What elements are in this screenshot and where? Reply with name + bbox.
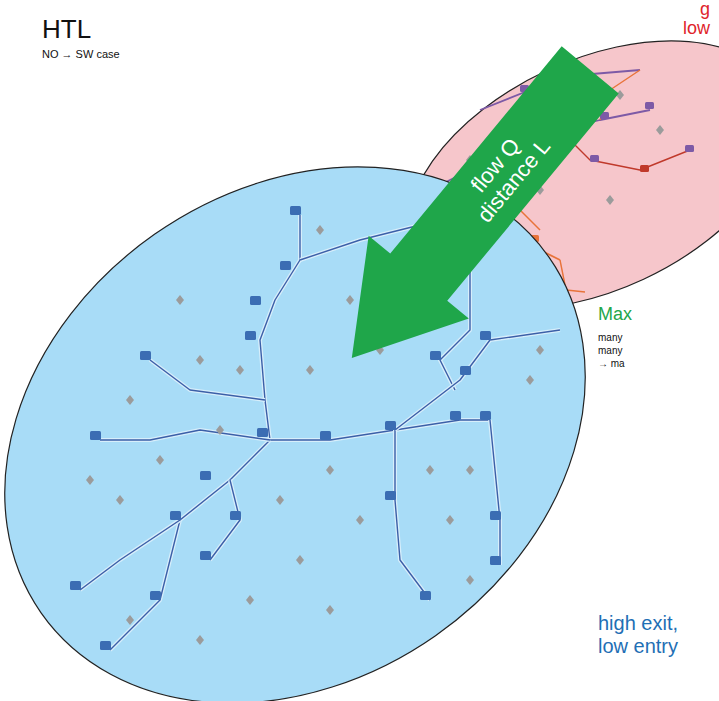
- region-heading: g low: [672, 0, 710, 38]
- exit-region-shape-part: [200, 471, 211, 480]
- exit-region-shape-part: [230, 511, 241, 520]
- exit-region-shape-part: [460, 366, 471, 375]
- exit-region-shape-part: [490, 420, 500, 565]
- region-heading: high exit, low entry: [598, 612, 710, 658]
- exit-region-shape-part: [490, 556, 501, 565]
- exit-region-shape-part: [395, 340, 490, 430]
- exit-region-shape-part: [236, 365, 244, 375]
- entry-region-shape-part: [645, 102, 654, 109]
- exit-region-shape-part: [126, 615, 134, 625]
- entry-region-shape-part: [656, 125, 664, 135]
- slide-title: HTL: [42, 14, 91, 45]
- note-line: → ma: [598, 358, 625, 369]
- exit-region-shape-part: [440, 215, 470, 390]
- exit-region-shape-part: [395, 430, 430, 600]
- exit-region-shape-part: [296, 555, 304, 565]
- exit-region-shape-part: [100, 430, 270, 440]
- exit-region-shape-part: [346, 295, 354, 305]
- exit-region-shape-part: [0, 56, 689, 701]
- exit-region-shape-part: [446, 515, 454, 525]
- exit-region-shape-part: [300, 215, 470, 260]
- exit-region-shape-part: [466, 575, 474, 585]
- exit-region-shape-part: [326, 465, 334, 475]
- exit-region-shape-part: [86, 475, 94, 485]
- exit-region-shape-part: [426, 465, 434, 475]
- exit-region-shape-part: [110, 440, 270, 650]
- exit-region-shape-part: [0, 56, 689, 701]
- exit-region-shape-part: [116, 495, 124, 505]
- note-heading: Max: [598, 304, 632, 325]
- exit-region-shape-part: [210, 480, 240, 560]
- exit-region-shape-part: [480, 411, 491, 420]
- exit-region-shape-part: [150, 360, 265, 400]
- exit-region-shape-part: [356, 515, 364, 525]
- exit-region-shape-part: [196, 355, 204, 365]
- exit-region-shape-part: [110, 440, 270, 650]
- entry-region-shape-part: [685, 145, 694, 152]
- exit-region-shape-part: [270, 420, 490, 440]
- exit-region-shape-part: [536, 345, 544, 355]
- exit-region-shape-part: [490, 330, 560, 340]
- exit-region-shape-part: [300, 215, 470, 260]
- exit-region-shape-part: [270, 420, 490, 440]
- exit-region-shape-part: [316, 225, 324, 235]
- exit-region-shape-part: [260, 215, 300, 440]
- exit-region-shape-part: [80, 520, 180, 590]
- exit-region-shape-part: [245, 331, 256, 340]
- exit-region-shape-part: [490, 330, 560, 340]
- exit-region-shape-part: [290, 206, 301, 215]
- exit-region-shape-part: [416, 295, 424, 305]
- exit-region-shape-part: [80, 520, 180, 590]
- exit-region-shape-part: [200, 551, 211, 560]
- exit-region-shape-part: [385, 421, 396, 430]
- exit-region-shape-part: [376, 345, 384, 355]
- exit-region-shape-part: [170, 511, 181, 520]
- exit-region-shape-part: [196, 635, 204, 645]
- exit-region-shape-part: [260, 215, 300, 440]
- exit-region-shape-part: [450, 411, 461, 420]
- exit-region-shape-part: [280, 261, 291, 270]
- exit-region-shape-part: [385, 491, 396, 500]
- entry-region-shape-part: [590, 155, 599, 162]
- exit-region-shape-part: [70, 581, 81, 590]
- exit-region-shape-part: [320, 431, 331, 440]
- exit-region-shape-part: [466, 465, 474, 475]
- exit-region-shape-part: [430, 351, 441, 360]
- exit-region-shape-part: [460, 206, 471, 215]
- exit-region-shape-part: [90, 431, 101, 440]
- exit-region-shape-part: [490, 420, 500, 565]
- entry-region-shape-part: [640, 165, 649, 172]
- exit-region-shape-part: [150, 591, 161, 600]
- exit-region-shape-part: [100, 430, 270, 440]
- exit-region-shape-part: [396, 255, 404, 265]
- exit-region-shape-part: [150, 360, 265, 400]
- exit-region-shape-part: [156, 455, 164, 465]
- exit-region-shape-part: [140, 351, 151, 360]
- exit-region-shape-part: [216, 425, 224, 435]
- subtitle: NO → SW case: [42, 48, 120, 60]
- exit-region: high exit, low entry: [0, 140, 719, 701]
- exit-region-shape-part: [250, 296, 261, 305]
- exit-region-shape-part: [100, 641, 111, 650]
- exit-region-shape-part: [526, 375, 534, 385]
- note-line: many: [598, 345, 622, 356]
- exit-region-shape-part: [276, 495, 284, 505]
- entry-region-shape-part: [606, 195, 614, 205]
- exit-region-shape-part: [246, 595, 254, 605]
- exit-region-shape-part: [490, 511, 501, 520]
- exit-region-shape-part: [395, 340, 490, 430]
- exit-region-shape-part: [210, 480, 240, 560]
- exit-region-shape-part: [306, 365, 314, 375]
- exit-region-shape-part: [326, 605, 334, 615]
- exit-region-shape-part: [257, 428, 268, 437]
- note-line: many: [598, 332, 622, 343]
- exit-region-shape-part: [420, 591, 431, 600]
- exit-region-shape-part: [395, 430, 430, 600]
- exit-region-shape-part: [126, 395, 134, 405]
- exit-region-shape-part: [176, 295, 184, 305]
- exit-region-shape-part: [480, 331, 491, 340]
- exit-region-shape-part: [440, 215, 470, 390]
